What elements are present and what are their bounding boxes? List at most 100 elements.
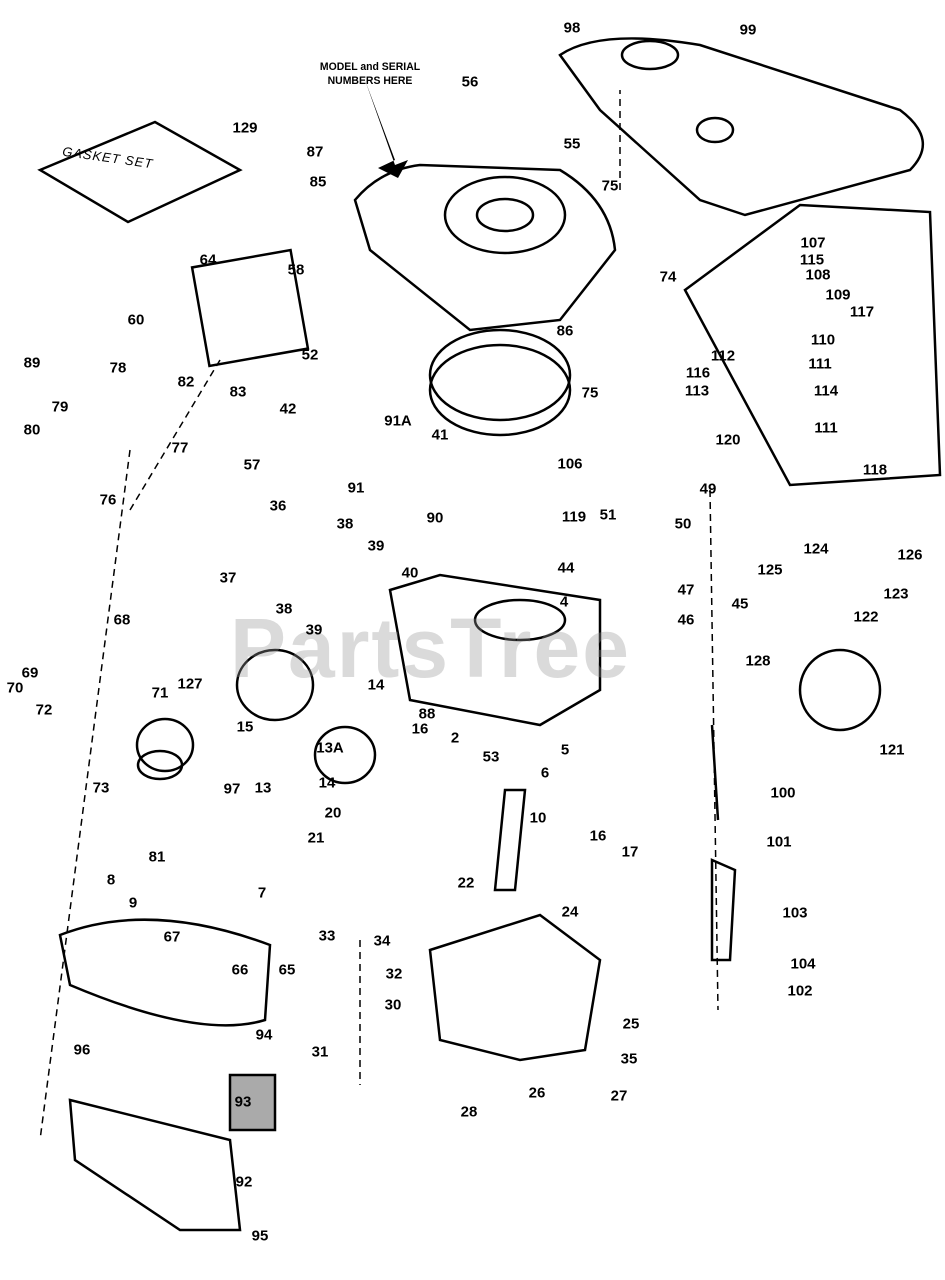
part-label-102: 102 [787, 982, 813, 1000]
part-label-64: 64 [199, 251, 217, 269]
part-label-51: 51 [599, 506, 617, 524]
part-label-2: 2 [450, 729, 460, 747]
part-label-115: 115 [799, 251, 825, 269]
part-label-86: 86 [556, 322, 574, 340]
part-label-96: 96 [73, 1041, 91, 1059]
part-label-42: 42 [279, 400, 297, 418]
part-label-75: 75 [601, 177, 619, 195]
part-label-39: 39 [367, 537, 385, 555]
part-label-21: 21 [307, 829, 325, 847]
part-label-50: 50 [674, 515, 692, 533]
part-label-112: 112 [710, 347, 736, 365]
part-label-110: 110 [810, 331, 836, 349]
part-label-41: 41 [431, 426, 449, 444]
part-label-97: 97 [223, 780, 241, 798]
part-label-109: 109 [825, 286, 851, 304]
part-label-101: 101 [766, 833, 792, 851]
part-label-81: 81 [148, 848, 166, 866]
part-label-15: 15 [236, 718, 254, 736]
part-label-111: 111 [808, 355, 832, 373]
part-label-69: 69 [21, 664, 39, 682]
part-label-68: 68 [113, 611, 131, 629]
part-label-124: 124 [803, 540, 829, 558]
part-label-90: 90 [426, 509, 444, 527]
part-label-25: 25 [622, 1015, 640, 1033]
part-label-94: 94 [255, 1026, 273, 1044]
part-label-129: 129 [232, 119, 258, 137]
part-label-87: 87 [306, 143, 324, 161]
watermark: PartsTree [230, 601, 631, 695]
part-label-121: 121 [879, 741, 905, 759]
part-label-119: 119 [561, 508, 587, 526]
part-label-65: 65 [278, 961, 296, 979]
part-label-123: 123 [883, 585, 909, 603]
part-label-38: 38 [275, 600, 293, 618]
part-label-72: 72 [35, 701, 53, 719]
part-label-49: 49 [699, 480, 717, 498]
part-label-6: 6 [540, 764, 550, 782]
part-label-125: 125 [757, 561, 783, 579]
part-label-88: 88 [418, 705, 436, 723]
part-label-20: 20 [324, 804, 342, 822]
part-label-114: 114 [813, 382, 839, 400]
part-label-67: 67 [163, 928, 181, 946]
part-label-47: 47 [677, 581, 695, 599]
part-label-113: 113 [684, 382, 710, 400]
part-label-55: 55 [563, 135, 581, 153]
part-label-117: 117 [849, 303, 875, 321]
part-label-91a: 91A [384, 412, 412, 430]
part-label-60: 60 [127, 311, 145, 329]
part-label-128: 128 [745, 652, 771, 670]
part-label-99: 99 [739, 21, 757, 39]
part-label-40: 40 [401, 564, 419, 582]
model-serial-note: MODEL and SERIAL NUMBERS HERE [319, 61, 421, 87]
part-label-7: 7 [257, 884, 267, 902]
part-label-52: 52 [301, 346, 319, 364]
part-label-9: 9 [128, 894, 138, 912]
part-label-66: 66 [231, 961, 249, 979]
part-label-57: 57 [243, 456, 261, 474]
part-label-89: 89 [23, 354, 41, 372]
part-label-27: 27 [610, 1087, 628, 1105]
part-label-45: 45 [731, 595, 749, 613]
part-label-24: 24 [561, 903, 579, 921]
part-label-78: 78 [109, 359, 127, 377]
part-label-80: 80 [23, 421, 41, 439]
part-label-85: 85 [309, 173, 327, 191]
part-label-75: 75 [581, 384, 599, 402]
part-label-5: 5 [560, 741, 570, 759]
part-label-37: 37 [219, 569, 237, 587]
part-label-16: 16 [589, 827, 607, 845]
part-label-44: 44 [557, 559, 575, 577]
part-label-98: 98 [563, 19, 581, 37]
part-label-34: 34 [373, 932, 391, 950]
part-label-74: 74 [659, 268, 677, 286]
part-label-127: 127 [177, 675, 203, 693]
part-label-26: 26 [528, 1084, 546, 1102]
part-label-58: 58 [287, 261, 305, 279]
part-label-100: 100 [770, 784, 796, 802]
part-label-91: 91 [347, 479, 365, 497]
part-label-53: 53 [482, 748, 500, 766]
part-label-93: 93 [234, 1093, 252, 1111]
part-label-30: 30 [384, 996, 402, 1014]
part-label-79: 79 [51, 398, 69, 416]
part-label-28: 28 [460, 1103, 478, 1121]
part-label-108: 108 [805, 266, 831, 284]
part-label-83: 83 [229, 383, 247, 401]
part-label-13: 13 [254, 779, 272, 797]
part-label-122: 122 [853, 608, 879, 626]
part-label-46: 46 [677, 611, 695, 629]
part-label-38: 38 [336, 515, 354, 533]
part-label-116: 116 [685, 364, 711, 382]
part-label-111: 111 [814, 419, 838, 437]
part-label-70: 70 [6, 679, 24, 697]
part-label-104: 104 [790, 955, 816, 973]
part-label-39: 39 [305, 621, 323, 639]
part-label-95: 95 [251, 1227, 269, 1245]
part-label-32: 32 [385, 965, 403, 983]
part-label-16: 16 [411, 720, 429, 738]
part-label-8: 8 [106, 871, 116, 889]
part-label-126: 126 [897, 546, 923, 564]
